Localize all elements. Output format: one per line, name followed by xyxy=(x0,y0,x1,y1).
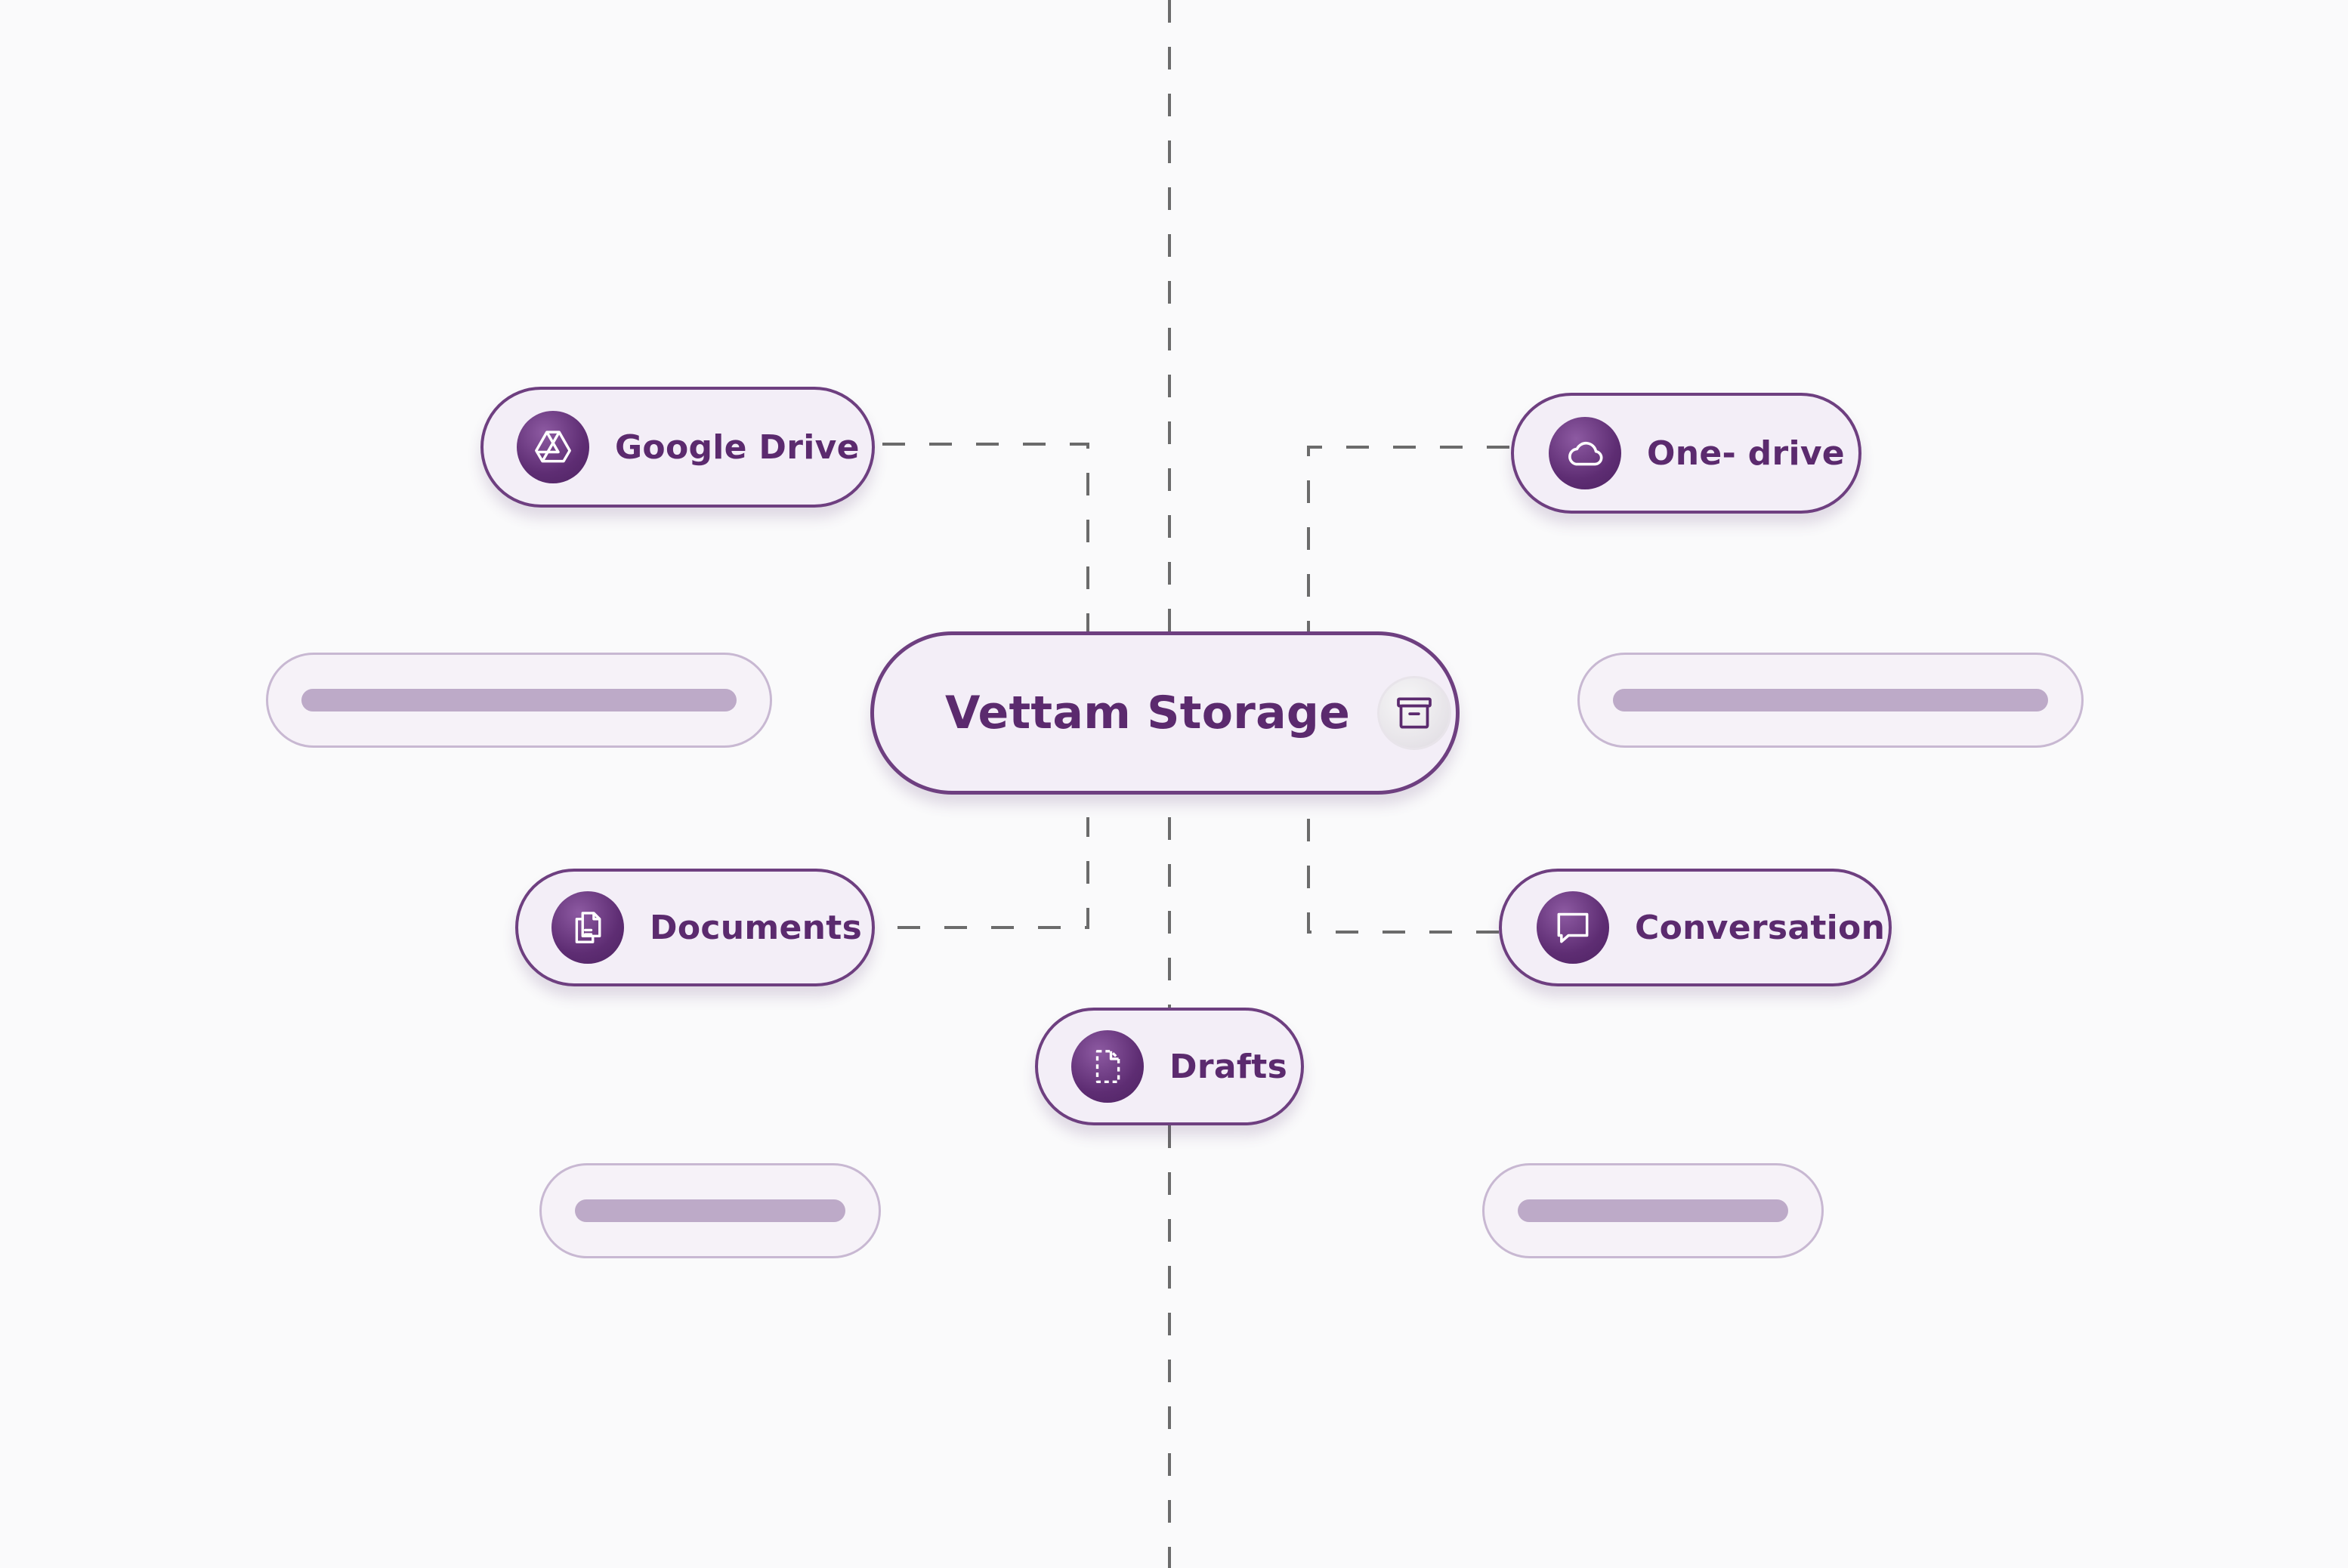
placeholder-pill-right-upper xyxy=(1577,653,2084,748)
documents-icon xyxy=(551,891,624,964)
connector-documents xyxy=(897,817,1089,929)
drafts-node[interactable]: Drafts xyxy=(1035,1008,1304,1125)
google-drive-node[interactable]: Google Drive xyxy=(480,387,875,508)
placeholder-bar xyxy=(1518,1199,1788,1222)
chat-bubble-icon xyxy=(1537,891,1609,964)
cloud-icon xyxy=(1549,417,1621,489)
vettam-storage-node[interactable]: Vettam Storage xyxy=(870,631,1460,795)
documents-node[interactable]: Documents xyxy=(515,869,875,986)
connector-conversation xyxy=(1307,795,1499,934)
one-drive-node[interactable]: One- drive xyxy=(1511,393,1861,514)
placeholder-pill-left-lower xyxy=(539,1163,881,1258)
placeholder-pill-right-lower xyxy=(1482,1163,1824,1258)
archive-icon[interactable] xyxy=(1377,676,1452,750)
placeholder-bar xyxy=(1613,689,2048,711)
documents-label: Documents xyxy=(650,908,863,947)
connector-google-drive xyxy=(882,443,1089,633)
drafts-label: Drafts xyxy=(1169,1047,1288,1086)
vettam-storage-label: Vettam Storage xyxy=(945,687,1351,739)
conversation-node[interactable]: Conversation xyxy=(1499,869,1892,986)
conversation-label: Conversation xyxy=(1635,908,1886,947)
connector-one-drive xyxy=(1307,446,1509,633)
google-drive-label: Google Drive xyxy=(615,427,860,467)
placeholder-bar xyxy=(301,689,737,711)
one-drive-label: One- drive xyxy=(1647,434,1845,473)
draft-file-icon xyxy=(1071,1030,1144,1103)
placeholder-pill-left-upper xyxy=(266,653,772,748)
placeholder-bar xyxy=(575,1199,845,1222)
google-drive-icon xyxy=(517,411,589,483)
